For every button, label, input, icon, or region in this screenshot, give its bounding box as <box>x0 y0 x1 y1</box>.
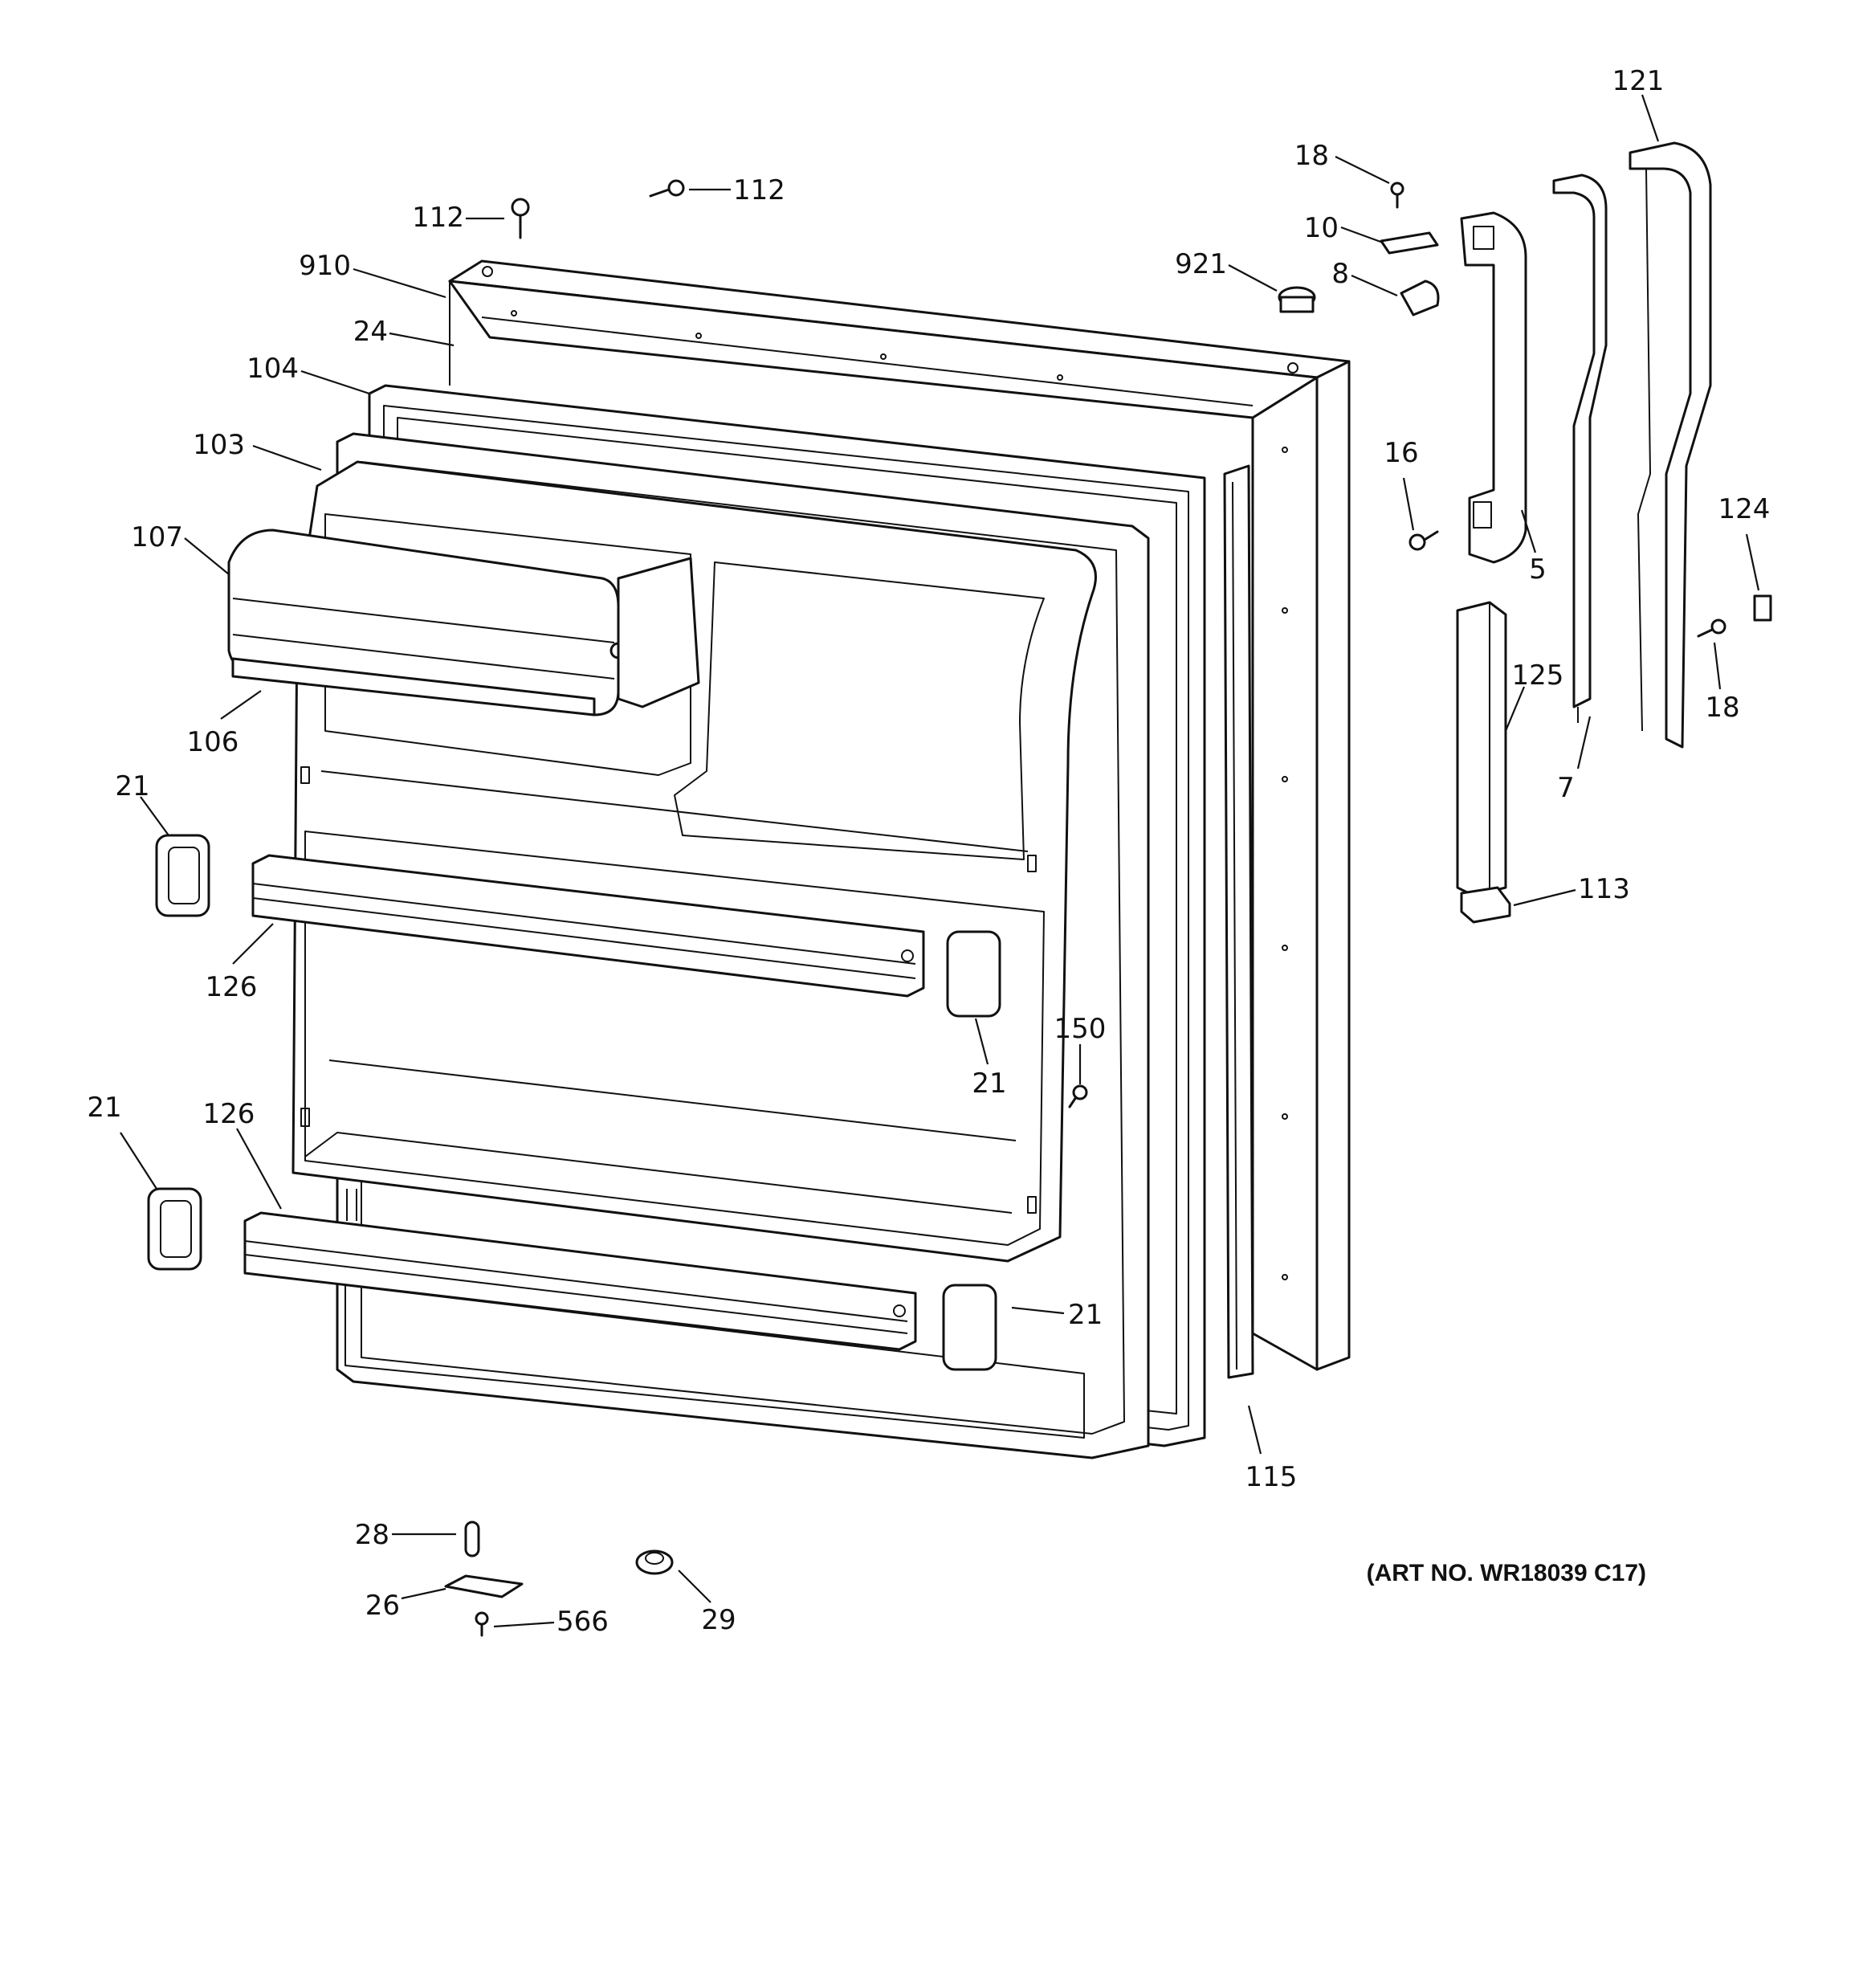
plug-button-921 <box>1278 286 1316 313</box>
handle-support-125 <box>1456 601 1507 897</box>
callout-121: 121 <box>1612 65 1665 97</box>
door-shelf-bar-lower <box>243 1211 917 1351</box>
bushing-29 <box>635 1549 674 1575</box>
handle-trim-121 <box>1629 141 1712 749</box>
callout-21: 21 <box>972 1067 1006 1100</box>
callout-28: 28 <box>355 1519 389 1551</box>
screw-150 <box>1068 1084 1088 1108</box>
callout-112: 112 <box>412 202 464 234</box>
hinge-pin-10 <box>1380 231 1439 255</box>
hinge-plate-26 <box>444 1574 524 1598</box>
callout-labels: 112 112 910 24 104 103 107 106 21 126 21… <box>87 65 1770 1638</box>
shelf-end-cap-left-lower <box>147 1187 202 1271</box>
shelf-end-cap-right-lower <box>942 1284 997 1371</box>
handle-trim-7 <box>1552 173 1608 723</box>
door-seal-strip <box>1223 464 1254 1379</box>
callout-107: 107 <box>131 521 183 553</box>
callout-21: 21 <box>1068 1299 1103 1331</box>
callout-26: 26 <box>365 1590 400 1622</box>
callout-124: 124 <box>1718 493 1771 525</box>
callout-24: 24 <box>353 316 388 348</box>
door-shelf-bar-upper <box>251 854 925 998</box>
callout-104: 104 <box>247 353 299 385</box>
handle-5 <box>1460 211 1527 564</box>
shelf-end-cap-left-upper <box>155 834 210 917</box>
end-cap-113 <box>1460 886 1511 924</box>
screw-18-right <box>1697 618 1726 638</box>
callout-113: 113 <box>1578 873 1630 905</box>
callout-112: 112 <box>733 174 785 206</box>
callout-18: 18 <box>1705 692 1739 724</box>
callout-910: 910 <box>299 250 351 282</box>
callout-126: 126 <box>203 1098 255 1130</box>
leader-lines <box>120 94 1760 1628</box>
art-number: (ART NO. WR18039 C17) <box>1367 1560 1646 1586</box>
callout-21: 21 <box>87 1092 121 1124</box>
callout-21: 21 <box>115 770 149 802</box>
outer-door-panel <box>448 259 1351 1371</box>
screw-16 <box>1408 530 1439 551</box>
shelf-end-cap-right-upper <box>946 930 1001 1018</box>
callout-103: 103 <box>193 429 245 461</box>
callout-8: 8 <box>1331 258 1349 290</box>
callout-5: 5 <box>1529 553 1547 586</box>
callout-921: 921 <box>1175 248 1227 280</box>
dairy-door <box>227 529 700 716</box>
screw-18-top <box>1390 182 1404 209</box>
plug-28 <box>464 1521 480 1557</box>
hinge-cap-8 <box>1400 280 1440 316</box>
callout-150: 150 <box>1054 1013 1107 1045</box>
screw-566 <box>475 1611 489 1637</box>
callout-29: 29 <box>701 1604 736 1636</box>
callout-115: 115 <box>1245 1461 1298 1493</box>
screw-112-top-left <box>511 198 530 239</box>
callout-106: 106 <box>187 726 239 758</box>
callout-566: 566 <box>556 1606 609 1638</box>
callout-10: 10 <box>1304 212 1339 244</box>
callout-18: 18 <box>1294 140 1329 172</box>
screw-112-top-center <box>649 179 685 198</box>
callout-7: 7 <box>1557 772 1575 804</box>
callout-126: 126 <box>206 971 258 1003</box>
clip-124 <box>1753 594 1772 622</box>
callout-16: 16 <box>1384 437 1418 469</box>
callout-125: 125 <box>1512 659 1564 692</box>
